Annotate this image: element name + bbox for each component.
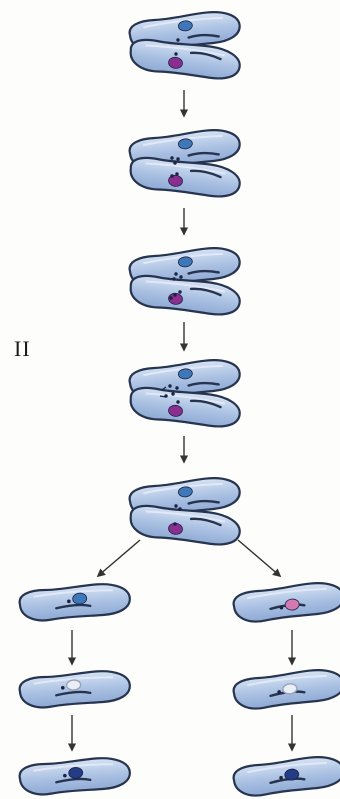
oral-groove xyxy=(189,399,222,409)
cell-highlight xyxy=(145,280,226,293)
micronucleus-dot xyxy=(176,157,180,161)
macronucleus xyxy=(282,683,298,695)
macronucleus xyxy=(177,20,193,32)
oral-groove xyxy=(55,777,92,784)
cell-body xyxy=(129,274,241,316)
exchange-marks xyxy=(159,386,167,398)
macronucleus xyxy=(168,56,183,69)
conjugating-pair xyxy=(128,477,241,546)
macronucleus xyxy=(177,256,193,268)
macronucleus xyxy=(284,598,300,611)
cell-highlight xyxy=(143,16,223,29)
macronucleus xyxy=(168,292,183,305)
exconjugant-left xyxy=(18,670,131,709)
cell-body xyxy=(129,386,241,428)
exconjugant-right xyxy=(232,582,340,623)
cell-highlight xyxy=(247,587,327,600)
macronucleus xyxy=(168,404,183,417)
cell-highlight xyxy=(145,44,226,57)
micronucleus-dot xyxy=(175,386,179,390)
macronucleus xyxy=(65,679,82,691)
oral-groove xyxy=(187,151,220,157)
stage-label: II xyxy=(14,336,31,361)
micronucleus-dot xyxy=(174,504,178,508)
lower-cell xyxy=(129,386,241,428)
cell-highlight xyxy=(33,676,114,685)
macronucleus xyxy=(177,368,193,380)
cell-body xyxy=(129,38,241,80)
micronucleus-dot xyxy=(176,400,180,404)
micronucleus-dot xyxy=(171,392,175,396)
micronucleus-dot xyxy=(172,277,176,281)
conjugating-pair xyxy=(128,247,241,316)
micronucleus-dot xyxy=(174,272,178,276)
macronucleus xyxy=(68,766,84,779)
macronucleus xyxy=(72,592,88,605)
micronucleus xyxy=(279,605,284,610)
cell-highlight xyxy=(143,134,223,147)
cell-highlight xyxy=(145,392,226,405)
macronucleus xyxy=(177,486,193,498)
micronucleus-dot xyxy=(178,290,182,294)
micronucleus-dot xyxy=(170,156,174,160)
cell-highlight xyxy=(247,761,327,774)
cell-highlight xyxy=(145,510,226,523)
oral-groove xyxy=(189,51,222,61)
exconjugant-right xyxy=(232,669,340,710)
cell-highlight xyxy=(143,482,223,495)
micronucleus-dot xyxy=(169,296,173,300)
micronucleus-dot xyxy=(178,507,182,511)
oral-groove xyxy=(187,499,220,505)
conjugating-pair xyxy=(128,129,241,198)
lower-cell xyxy=(129,38,241,80)
lower-cell xyxy=(129,156,241,198)
micronucleus-dot xyxy=(179,275,183,279)
cell-highlight xyxy=(143,364,223,377)
cell-highlight xyxy=(145,162,226,175)
oral-groove xyxy=(189,287,222,297)
micronucleus-dot xyxy=(173,293,177,297)
conjugating-pair xyxy=(128,359,241,428)
exconjugant-left xyxy=(18,757,131,796)
oral-groove xyxy=(55,690,92,697)
arrow-split-right xyxy=(237,539,282,578)
lower-cell xyxy=(129,504,241,546)
cell-body xyxy=(129,504,241,546)
oral-groove xyxy=(189,517,222,527)
cell-body xyxy=(129,156,241,198)
oral-groove xyxy=(187,33,220,39)
micronucleus xyxy=(63,773,67,778)
cell-highlight xyxy=(247,674,327,687)
micronucleus-dot xyxy=(174,52,178,56)
micronucleus xyxy=(279,775,283,780)
micronucleus-dot xyxy=(173,161,177,165)
conjugating-pair xyxy=(128,11,241,80)
oral-groove xyxy=(189,169,222,179)
micronucleus xyxy=(61,685,65,690)
macronucleus xyxy=(284,768,300,781)
oral-groove xyxy=(187,381,220,387)
exconjugant-left xyxy=(18,583,131,622)
cell-highlight xyxy=(33,589,114,598)
oral-groove xyxy=(55,603,92,610)
micronucleus-dot xyxy=(175,172,179,176)
cell-highlight xyxy=(143,252,223,265)
micronucleus-dot xyxy=(176,38,180,42)
lower-cell xyxy=(129,274,241,316)
cell-highlight xyxy=(33,763,114,772)
exconjugant-right xyxy=(232,756,340,797)
arrow-split-left xyxy=(96,539,141,578)
micronucleus xyxy=(277,690,281,694)
macronucleus xyxy=(177,138,193,150)
micronucleus-dot xyxy=(168,384,172,388)
micronucleus-dot xyxy=(170,174,174,178)
oral-groove xyxy=(187,269,220,275)
micronucleus xyxy=(67,599,71,604)
micronucleus-dot xyxy=(173,522,177,526)
